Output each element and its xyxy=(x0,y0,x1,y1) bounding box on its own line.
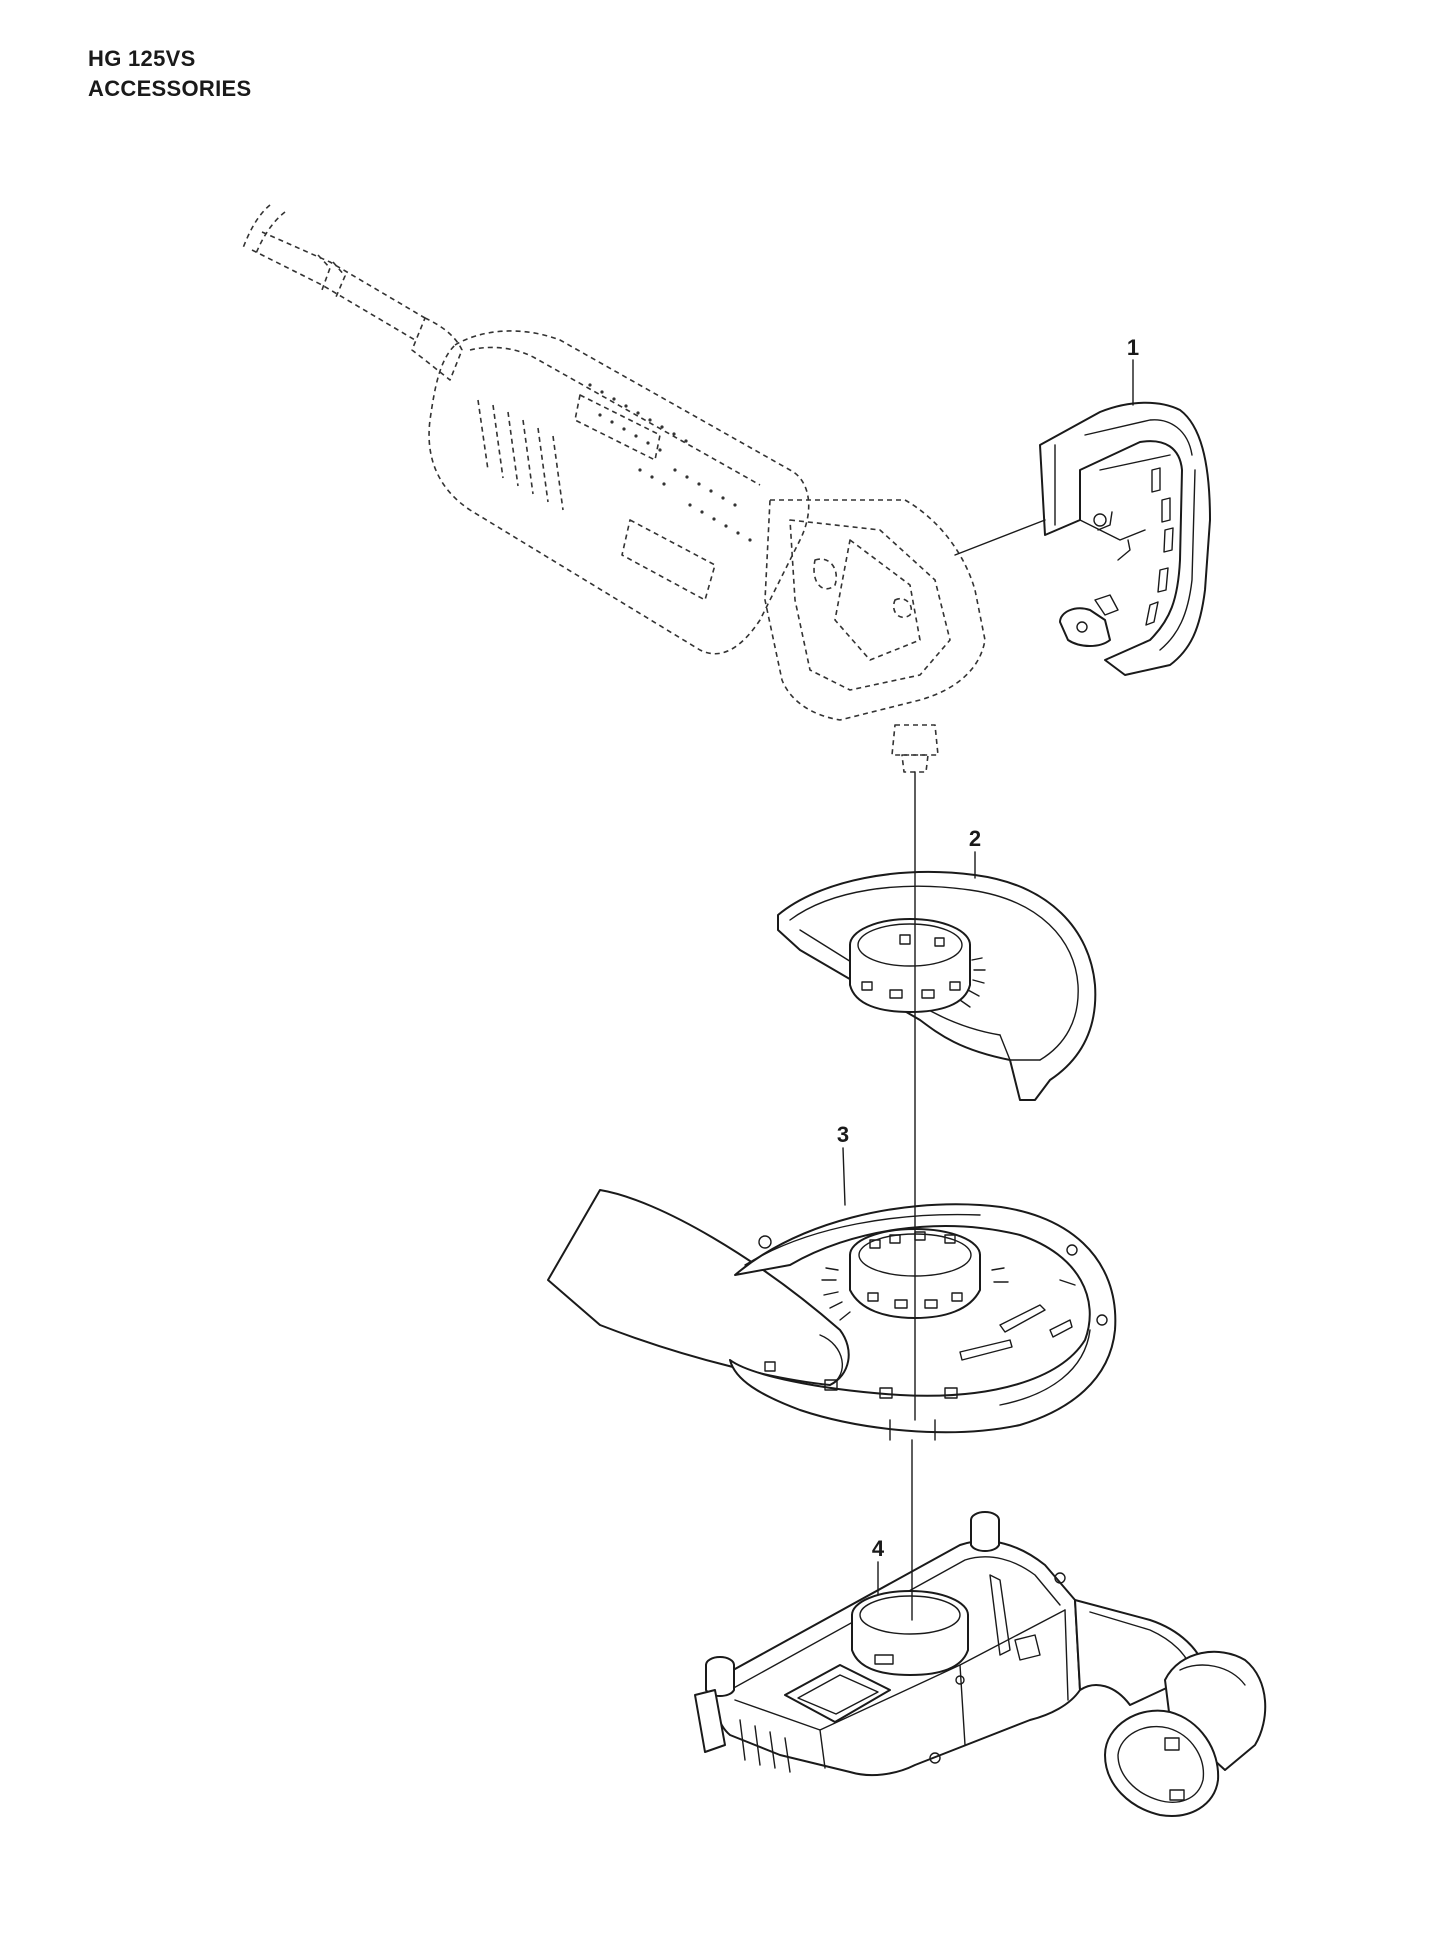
callout-3-label: 3 xyxy=(837,1122,849,1147)
callout-2-label: 2 xyxy=(969,826,981,851)
part-3-dust-shroud xyxy=(547,1189,1117,1441)
angle-grinder-phantom xyxy=(242,204,986,773)
part-1-d-handle xyxy=(1039,401,1211,676)
section-title: ACCESSORIES xyxy=(88,76,252,101)
page-header: HG 125VS ACCESSORIES xyxy=(88,44,251,104)
part-4-extraction-housing xyxy=(694,1511,1267,1817)
callout-1-label: 1 xyxy=(1127,335,1139,360)
callout-4-label: 4 xyxy=(872,1536,885,1561)
part-2-wheel-guard xyxy=(777,870,1097,1101)
assembly-lines xyxy=(911,519,1046,1621)
callout-leaders xyxy=(842,359,1134,1596)
model-title: HG 125VS xyxy=(88,46,196,71)
